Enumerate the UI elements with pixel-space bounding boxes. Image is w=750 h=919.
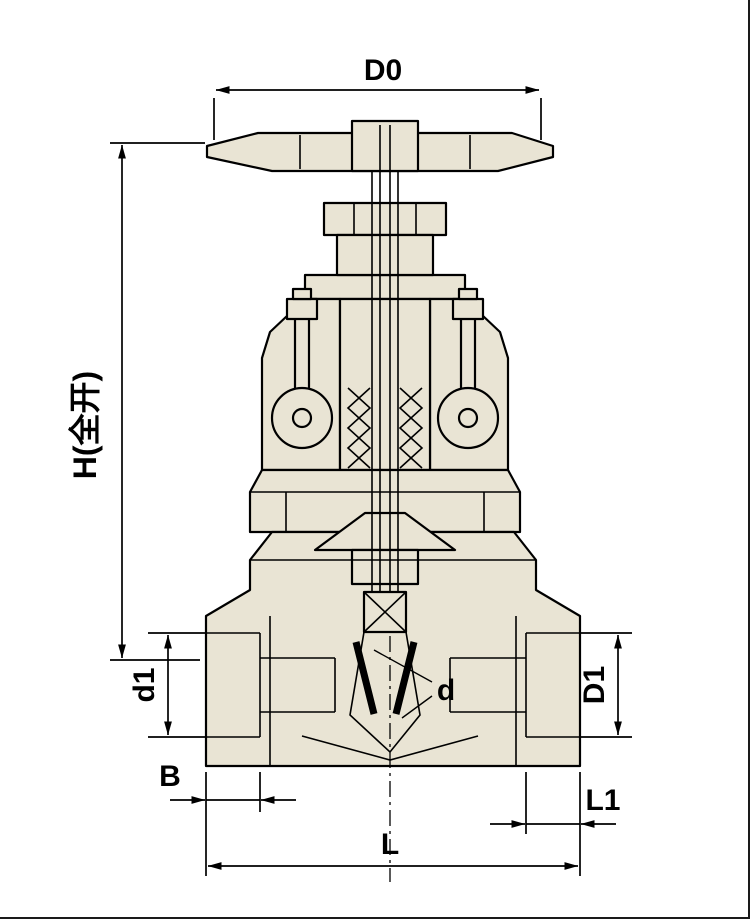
seat-mark-right [392, 641, 418, 715]
stem-thread-right [398, 387, 424, 469]
label-d0: D0 [364, 54, 402, 87]
pivot-hole-left [291, 407, 313, 429]
eyebolt-nut-right [451, 297, 485, 321]
eyebolt-shaft-right [459, 316, 477, 394]
pivot-hole-right [457, 407, 479, 429]
d-leader-lines [373, 649, 433, 719]
stuffing-box [350, 548, 420, 586]
gland-block-lower [335, 233, 435, 277]
stem-thread-left [346, 387, 372, 469]
label-b: B [159, 760, 181, 793]
label-h-full-open: H(全开) [67, 371, 103, 479]
label-d1: d1 [128, 667, 161, 702]
valve-shapes [204, 119, 582, 768]
dimension-lines [110, 86, 632, 876]
seat-mark-left [352, 641, 378, 715]
seat-marks [352, 641, 418, 715]
handwheel-hub [350, 119, 420, 173]
eyebolt-cap-right [457, 287, 479, 301]
label-D1: D1 [578, 666, 611, 704]
yoke-top-plate [303, 273, 467, 301]
eyebolt-nut-left [285, 297, 319, 321]
label-d: d [437, 674, 455, 707]
valve-body [204, 530, 582, 768]
valve-detail-lines [206, 125, 580, 766]
dimension-labels: D0 H(全开) d1 d D1 B L1 L [67, 54, 621, 861]
label-l: L [381, 828, 399, 861]
label-l1: L1 [585, 784, 620, 817]
eyebolt-shaft-left [293, 316, 311, 394]
yoke-column [338, 297, 432, 472]
gland-block-upper [322, 201, 448, 237]
eyebolt-cap-left [291, 287, 313, 301]
wedge-square-x [363, 591, 407, 633]
